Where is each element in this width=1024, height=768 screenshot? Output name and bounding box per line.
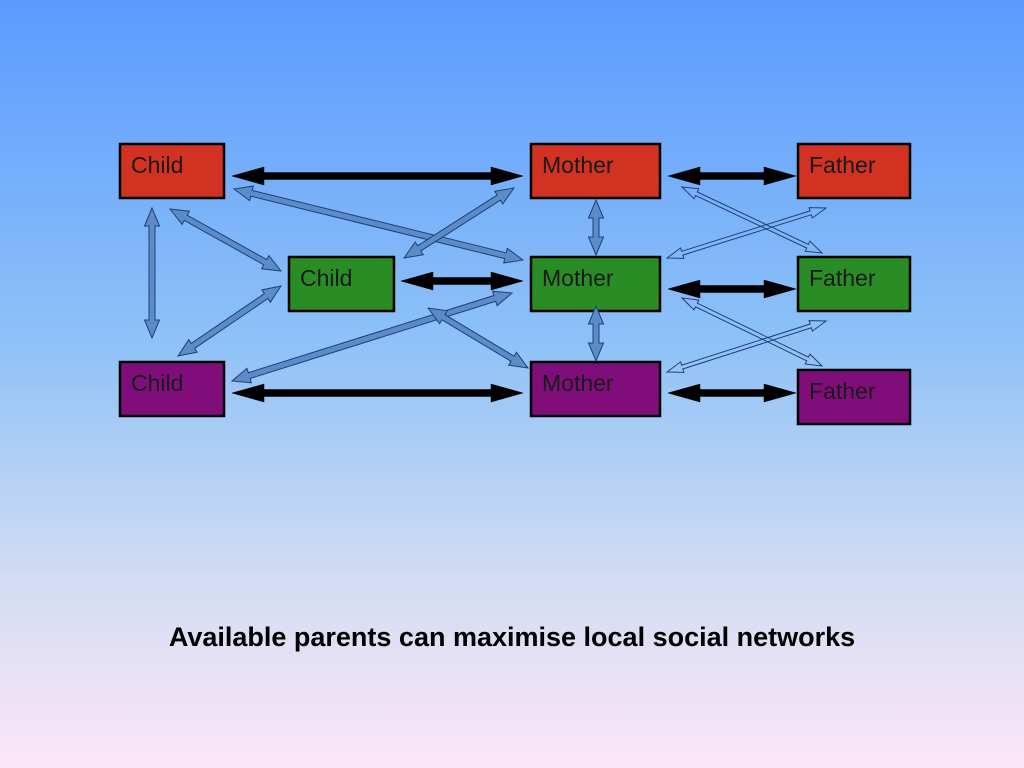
- node-label: Child: [131, 370, 183, 396]
- node-child-green: Child: [287, 255, 396, 313]
- node-father-purple: Father: [796, 368, 912, 426]
- arrow-child-red-child-green: [168, 208, 283, 272]
- node-mother-purple: Mother: [529, 360, 662, 418]
- arrow-mother-green-mother-purple: [587, 304, 605, 363]
- arrow-child-green-mother-green: [400, 271, 524, 291]
- node-label: Father: [809, 265, 876, 291]
- node-label: Mother: [542, 265, 614, 291]
- node-child-red: Child: [118, 142, 226, 200]
- arrow-child-red-mother-green: [232, 185, 525, 264]
- arrow-mother-purple-father-purple: [667, 383, 797, 403]
- node-mother-green: Mother: [529, 255, 662, 313]
- node-father-green: Father: [796, 255, 912, 313]
- arrow-child-red-mother-red: [231, 166, 524, 186]
- node-label: Child: [131, 152, 183, 178]
- arrow-child-purple-mother-purple: [231, 383, 524, 403]
- node-label: Mother: [542, 370, 614, 396]
- arrow-child-green-child-purple: [176, 285, 283, 357]
- node-child-purple: Child: [118, 360, 226, 418]
- node-father-red: Father: [796, 142, 912, 200]
- node-label: Child: [300, 265, 352, 291]
- node-label: Mother: [542, 152, 614, 178]
- arrow-mother-red-father-green: [680, 186, 824, 254]
- arrow-mother-green-father-purple: [680, 297, 824, 367]
- arrow-child-green-mother-red: [402, 187, 516, 259]
- arrow-mother-red-father-red: [667, 166, 797, 186]
- arrow-child-green-mother-purple: [426, 307, 530, 369]
- arrow-mother-red-mother-green: [587, 198, 605, 257]
- slide-caption: Available parents can maximise local soc…: [168, 622, 856, 652]
- node-label: Father: [809, 378, 876, 404]
- connection-arrows: [143, 166, 828, 403]
- arrow-mother-green-father-red: [665, 207, 828, 259]
- arrow-mother-green-father-green: [667, 279, 797, 299]
- node-label: Father: [809, 152, 876, 178]
- arrow-mother-purple-father-green: [665, 320, 828, 373]
- node-mother-red: Mother: [529, 142, 662, 200]
- arrow-child-red-child-purple: [143, 206, 161, 340]
